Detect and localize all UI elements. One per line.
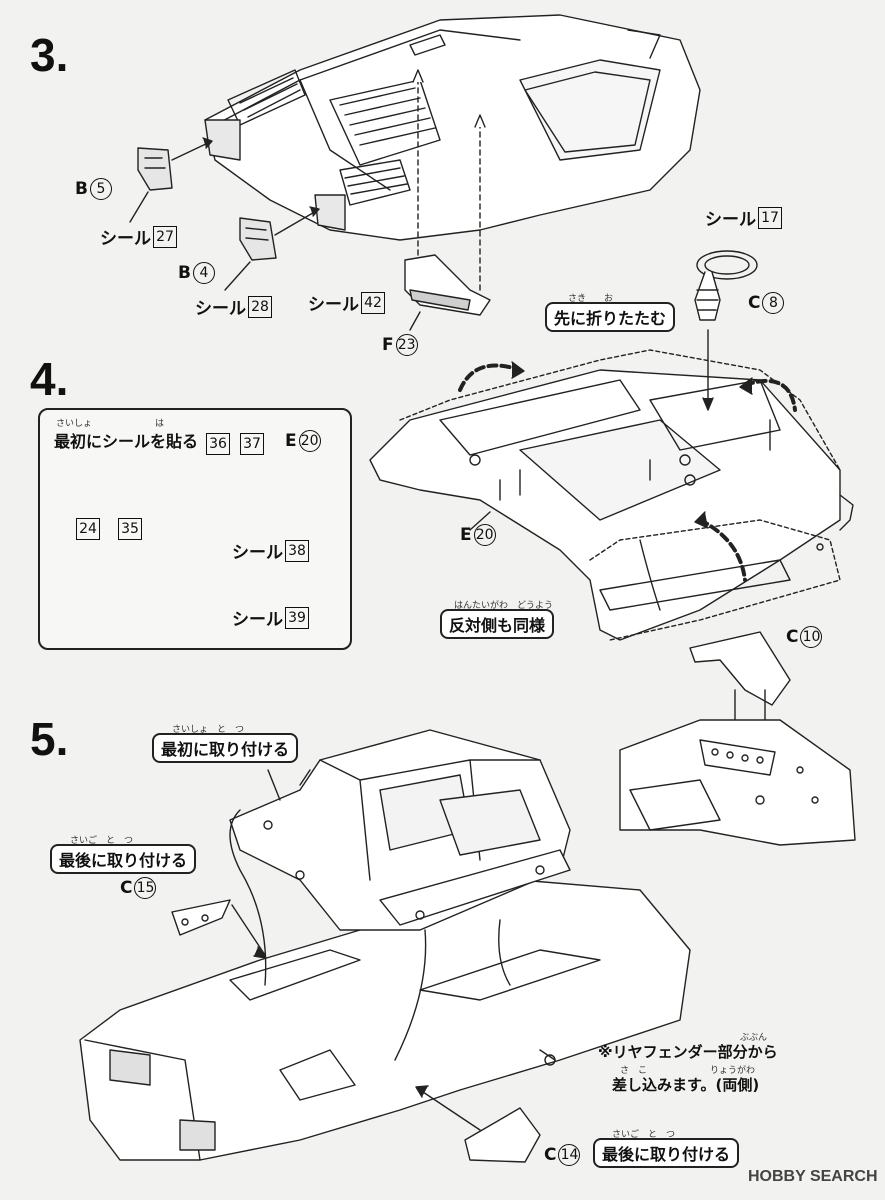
same-other-ruby: はんたいがわ どうよう bbox=[454, 601, 554, 611]
part-letter: C bbox=[786, 627, 799, 647]
note-rear-fender-line1: ※リヤフェンダー部分から bbox=[598, 1043, 778, 1061]
callout-box-first-seal bbox=[38, 408, 352, 650]
note-attach-last: 最後に取り付ける bbox=[50, 844, 197, 874]
seal-text: シール bbox=[232, 543, 283, 563]
attach-first-ruby: さいしょ と つ bbox=[172, 725, 245, 735]
label-seal-39: シール 39 bbox=[232, 605, 309, 630]
part-letter: B bbox=[75, 179, 88, 199]
label-seal-38: シール 38 bbox=[232, 538, 309, 563]
part-letter: B bbox=[178, 263, 191, 283]
callout-number-24: 24 bbox=[76, 518, 100, 540]
label-c8: C 8 bbox=[748, 292, 785, 314]
label-seal-28: シール 28 bbox=[195, 294, 272, 319]
label-seal-17: シール 17 bbox=[705, 205, 782, 230]
fold-first-ruby: さき お bbox=[568, 294, 614, 304]
part-letter: C bbox=[748, 293, 761, 313]
part-b5 bbox=[137, 147, 173, 191]
note-attach-first: 最初に取り付ける bbox=[152, 733, 299, 763]
part-letter: F bbox=[382, 335, 394, 355]
part-number: 23 bbox=[395, 334, 418, 356]
label-seal-27: シール 27 bbox=[100, 224, 177, 249]
label-c10: C 10 bbox=[786, 626, 823, 648]
label-seal-42: シール 42 bbox=[308, 290, 385, 315]
step-4-number: 4. bbox=[30, 353, 69, 405]
step5-rear-deck bbox=[619, 719, 856, 846]
label-b4: B 4 bbox=[178, 262, 215, 284]
callout-number-36: 36 bbox=[206, 433, 230, 455]
part-number: 5 bbox=[89, 178, 112, 200]
step3-car-body bbox=[204, 14, 701, 241]
note-ruby-2: さ こ りょうがわ bbox=[620, 1066, 756, 1076]
note-attach-last-2: 最後に取り付ける bbox=[593, 1138, 740, 1168]
step-5-number: 5. bbox=[30, 713, 69, 765]
part-number: 8 bbox=[762, 292, 785, 314]
part-number: 20 bbox=[298, 430, 321, 452]
note-fold-first: 先に折りたたむ bbox=[545, 302, 676, 332]
part-letter: E bbox=[285, 431, 297, 451]
part-c15 bbox=[171, 899, 231, 936]
watermark: HOBBY SEARCH bbox=[748, 1168, 878, 1185]
step5-car-body bbox=[79, 879, 691, 1161]
engine-cover bbox=[229, 729, 571, 931]
part-number: 4 bbox=[192, 262, 215, 284]
part-number: 15 bbox=[134, 877, 157, 899]
steering-wheel bbox=[696, 250, 758, 280]
seal-number: 39 bbox=[285, 606, 309, 629]
step-3-number: 3. bbox=[30, 29, 69, 81]
arrow bbox=[274, 209, 319, 236]
attach-last2-ruby: さいご と つ bbox=[612, 1130, 676, 1140]
label-c14: C 14 bbox=[544, 1144, 581, 1166]
seal-number: 36 bbox=[206, 433, 230, 455]
seal-number: 28 bbox=[248, 295, 272, 318]
seal-number: 24 bbox=[76, 518, 100, 540]
part-c10 bbox=[689, 631, 791, 706]
label-b5: B 5 bbox=[75, 178, 112, 200]
part-number: 14 bbox=[558, 1144, 581, 1166]
callout-title-ruby: さいしょ は bbox=[56, 419, 165, 429]
seal-text: シール bbox=[705, 210, 756, 230]
seal-number: 37 bbox=[240, 433, 264, 455]
label-e20: E 20 bbox=[460, 524, 496, 546]
seal-text: シール bbox=[232, 610, 283, 630]
seal-text: シール bbox=[100, 229, 151, 249]
part-number: 10 bbox=[800, 626, 823, 648]
note-ruby-1: ぶぶん bbox=[740, 1033, 768, 1043]
note-rear-fender-line2: 差し込みます。(両側) bbox=[612, 1076, 760, 1094]
seal-text: シール bbox=[195, 299, 246, 319]
label-c15: C 15 bbox=[120, 877, 157, 899]
attach-last-ruby: さいご と つ bbox=[70, 836, 134, 846]
part-letter: E bbox=[460, 525, 472, 545]
note-same-other-side: 反対側も同様 bbox=[440, 609, 555, 639]
arrow bbox=[171, 141, 211, 161]
seal-number: 38 bbox=[285, 539, 309, 562]
steering-column bbox=[694, 271, 721, 321]
seal-number: 17 bbox=[758, 206, 782, 229]
part-letter: C bbox=[120, 878, 133, 898]
callout-title: 最初にシールを貼る bbox=[54, 432, 199, 451]
seal-text: シール bbox=[308, 295, 359, 315]
callout-number-35: 35 bbox=[118, 518, 142, 540]
callout-label-e20: E 20 bbox=[285, 430, 321, 452]
part-number: 20 bbox=[473, 524, 496, 546]
part-letter: C bbox=[544, 1145, 557, 1165]
part-c14 bbox=[464, 1107, 541, 1163]
step4-chassis bbox=[369, 349, 854, 641]
label-f23: F 23 bbox=[382, 334, 418, 356]
seal-number: 27 bbox=[153, 225, 177, 248]
seal-number: 35 bbox=[118, 518, 142, 540]
callout-number-37: 37 bbox=[240, 433, 264, 455]
seal-number: 42 bbox=[361, 291, 385, 314]
